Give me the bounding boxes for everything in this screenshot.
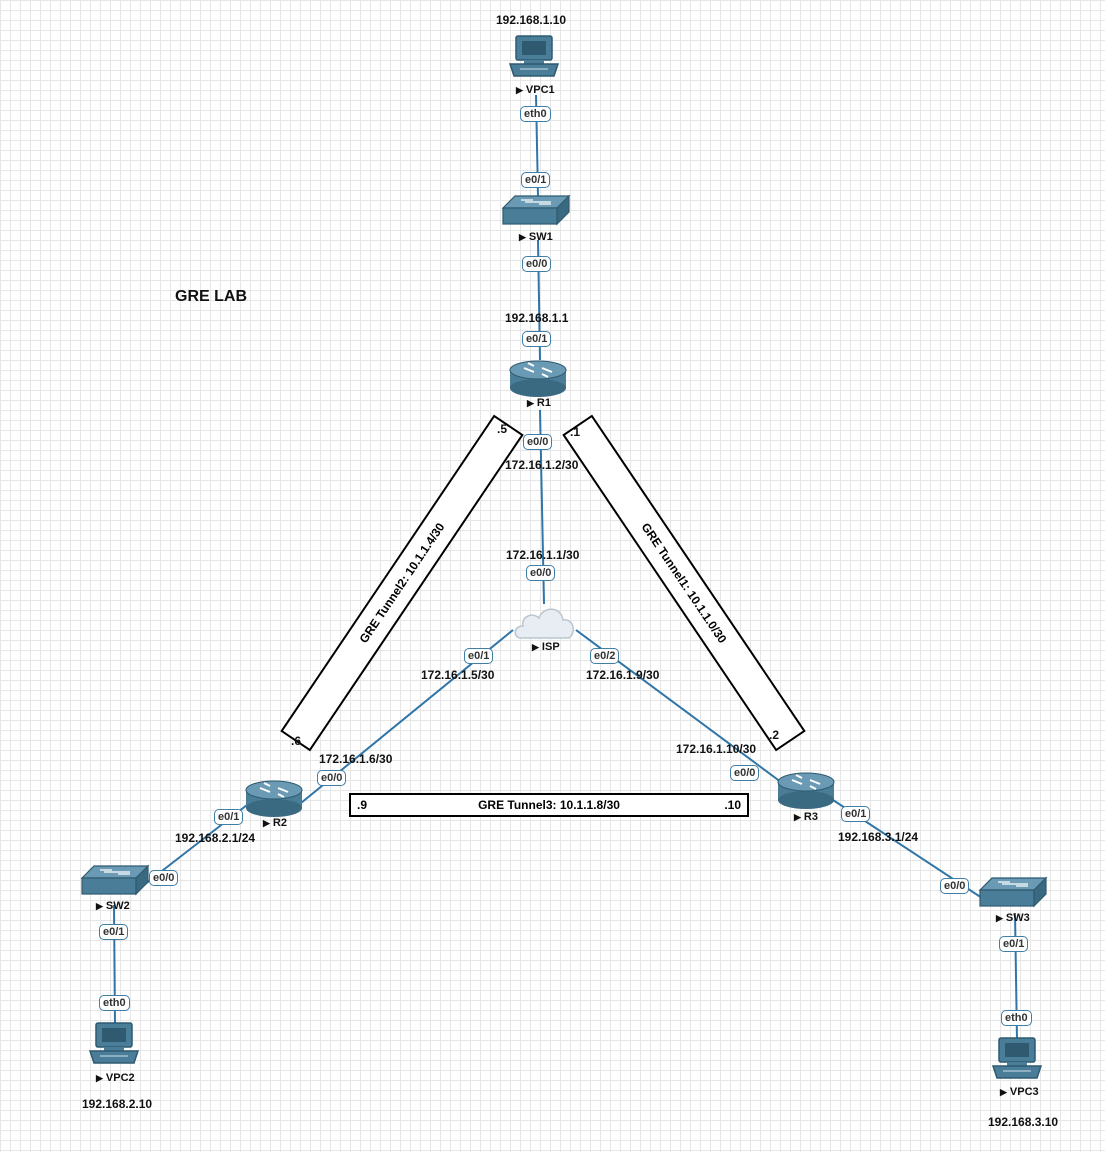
r3-icon[interactable]	[777, 772, 835, 809]
r2-icon[interactable]	[245, 780, 303, 817]
vpc2-icon[interactable]	[88, 1022, 140, 1064]
isp-r3-ip-label: 172.16.1.9/30	[586, 668, 660, 682]
play-triangle-icon: ▶	[263, 818, 270, 828]
sw1-port-e0-1[interactable]: e0/1	[521, 172, 551, 188]
isp-port-e0-1[interactable]: e0/1	[464, 648, 494, 664]
r1-name-label[interactable]: ▶R1	[527, 397, 551, 409]
r3-name: R3	[803, 811, 818, 823]
sw1-name: SW1	[528, 231, 553, 243]
r1-port-e0-1[interactable]: e0/1	[522, 331, 552, 347]
gre-tunnel2-end-r2: .6	[291, 734, 302, 748]
play-triangle-icon: ▶	[996, 913, 1003, 923]
play-triangle-icon: ▶	[1000, 1087, 1007, 1097]
vpc1-icon[interactable]	[508, 35, 560, 77]
vpc2-name: VPC2	[105, 1072, 135, 1084]
r2-lan-ip-label: 192.168.2.1/24	[175, 831, 256, 845]
r1-port-e0-0[interactable]: e0/0	[523, 434, 553, 450]
sw2-port-e0-1[interactable]: e0/1	[99, 924, 129, 940]
sw1-name-label[interactable]: ▶SW1	[519, 231, 553, 243]
vpc2-ip-label: 192.168.2.10	[82, 1097, 153, 1111]
isp-name: ISP	[541, 641, 560, 653]
r3-port-e0-1[interactable]: e0/1	[841, 806, 871, 822]
play-triangle-icon: ▶	[516, 85, 523, 95]
gre-tunnel3-end-r3: .10	[724, 798, 741, 812]
r3-name-label[interactable]: ▶R3	[794, 811, 818, 823]
gre-tunnel2-end-r1: .5	[497, 422, 508, 436]
diagram-title: GRE LAB	[175, 288, 247, 305]
isp-port-e0-0[interactable]: e0/0	[526, 565, 556, 581]
vpc3-port-eth0[interactable]: eth0	[1001, 1010, 1032, 1026]
vpc2-port-eth0[interactable]: eth0	[99, 995, 130, 1011]
r3-wan-ip-label: 172.16.1.10/30	[676, 742, 757, 756]
isp-r2-ip-label: 172.16.1.5/30	[421, 668, 495, 682]
play-triangle-icon: ▶	[96, 901, 103, 911]
r3-lan-ip-label: 192.168.3.1/24	[838, 830, 919, 844]
gre-tunnel1-end-r1: .1	[570, 425, 581, 439]
vpc1-name: VPC1	[525, 84, 555, 96]
vpc3-icon[interactable]	[991, 1037, 1043, 1079]
play-triangle-icon: ▶	[527, 398, 534, 408]
vpc1-ip-label: 192.168.1.10	[496, 13, 567, 27]
r2-name-label[interactable]: ▶R2	[263, 817, 287, 829]
play-triangle-icon: ▶	[519, 232, 526, 242]
sw2-port-e0-0[interactable]: e0/0	[149, 870, 179, 886]
r1-wan-ip-label: 172.16.1.2/30	[505, 458, 579, 472]
gre-tunnel1-end-r3: .2	[769, 728, 780, 742]
r2-name: R2	[272, 817, 287, 829]
sw3-name-label[interactable]: ▶SW3	[996, 912, 1030, 924]
sw3-port-e0-1[interactable]: e0/1	[999, 936, 1029, 952]
sw1-port-e0-0[interactable]: e0/0	[522, 256, 552, 272]
r3-port-e0-0[interactable]: e0/0	[730, 765, 760, 781]
r1-name: R1	[536, 397, 551, 409]
sw2-name: SW2	[105, 900, 130, 912]
r2-port-e0-0[interactable]: e0/0	[317, 770, 347, 786]
vpc1-name-label[interactable]: ▶VPC1	[516, 84, 555, 96]
r2-wan-ip-label: 172.16.1.6/30	[319, 752, 393, 766]
vpc3-ip-label: 192.168.3.10	[988, 1115, 1059, 1129]
play-triangle-icon: ▶	[794, 812, 801, 822]
sw3-port-e0-0[interactable]: e0/0	[940, 878, 970, 894]
play-triangle-icon: ▶	[532, 642, 539, 652]
isp-cloud-icon[interactable]	[514, 608, 574, 639]
r1-icon[interactable]	[509, 360, 567, 397]
sw3-icon[interactable]	[978, 876, 1048, 908]
isp-r1-ip-label: 172.16.1.1/30	[506, 548, 580, 562]
vpc2-name-label[interactable]: ▶VPC2	[96, 1072, 135, 1084]
r2-port-e0-1[interactable]: e0/1	[214, 809, 244, 825]
sw1-icon[interactable]	[501, 194, 571, 226]
play-triangle-icon: ▶	[96, 1073, 103, 1083]
gre-tunnel3-label: GRE Tunnel3: 10.1.1.8/30	[478, 798, 620, 812]
vpc1-port-eth0[interactable]: eth0	[520, 106, 551, 122]
sw2-icon[interactable]	[80, 864, 150, 896]
r1-lan-ip-label: 192.168.1.1	[505, 311, 569, 325]
gre-tunnel3-end-r2: .9	[357, 798, 368, 812]
vpc3-name: VPC3	[1009, 1086, 1039, 1098]
gre-tunnel3-box[interactable]: .9 GRE Tunnel3: 10.1.1.8/30 .10	[349, 793, 749, 817]
isp-name-label[interactable]: ▶ISP	[532, 641, 560, 653]
sw3-name: SW3	[1005, 912, 1030, 924]
sw2-name-label[interactable]: ▶SW2	[96, 900, 130, 912]
vpc3-name-label[interactable]: ▶VPC3	[1000, 1086, 1039, 1098]
isp-port-e0-2[interactable]: e0/2	[590, 648, 620, 664]
